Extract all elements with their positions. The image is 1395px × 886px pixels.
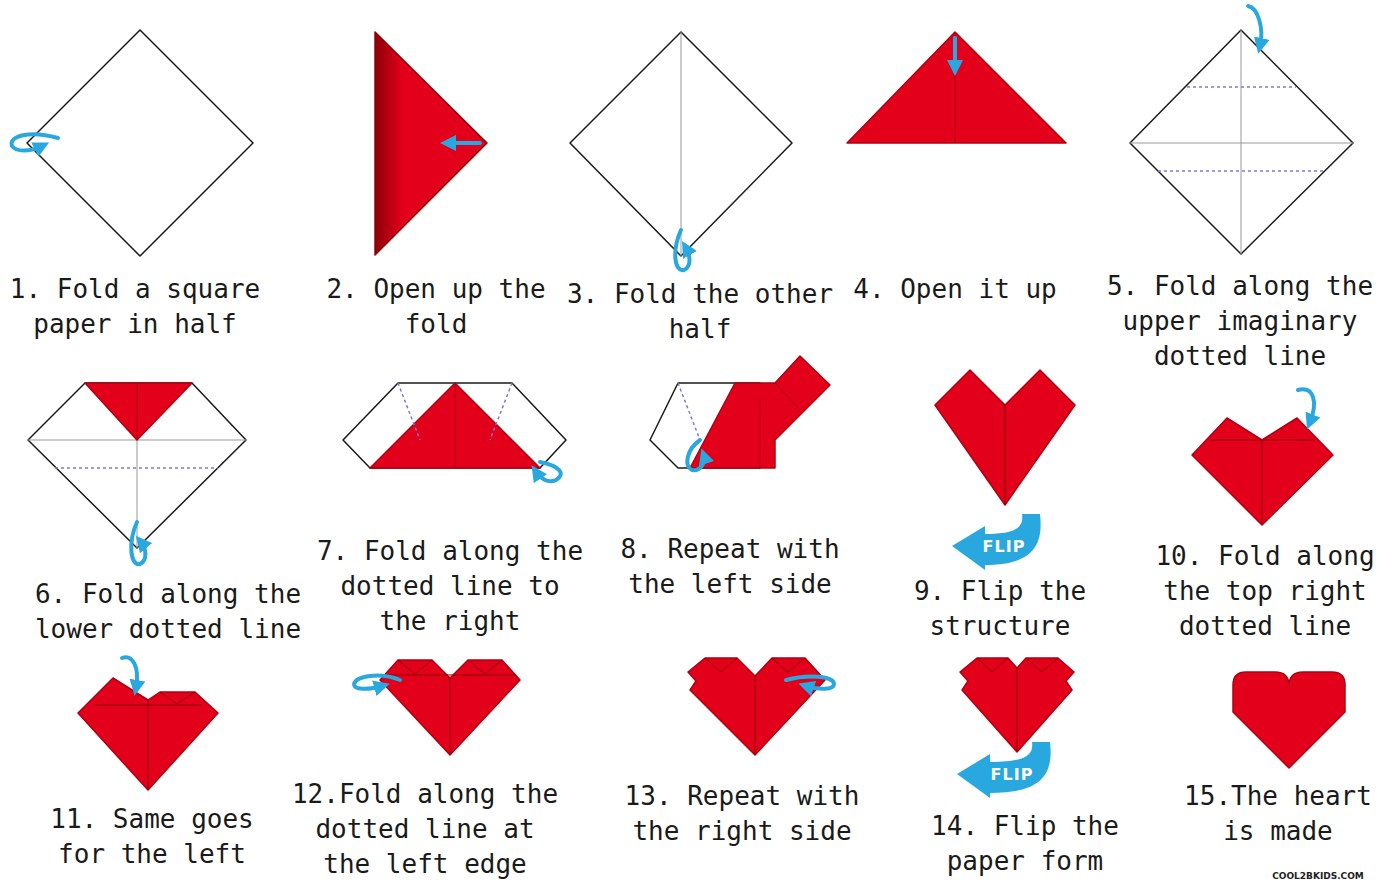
flip-label: FLIP — [974, 538, 1034, 556]
fold-arrow — [448, 141, 480, 145]
crease — [760, 398, 761, 468]
red-flap — [85, 383, 192, 440]
red-flap — [690, 356, 830, 468]
paper-square — [1130, 30, 1353, 254]
fold-arrow — [131, 522, 145, 564]
crease — [137, 383, 138, 440]
paper-square — [27, 30, 253, 256]
step-caption: 11. Same goes for the left — [28, 802, 276, 872]
step-caption: 3. Fold the other half — [562, 277, 838, 347]
crease — [160, 692, 195, 704]
folded-triangle — [375, 32, 487, 255]
fold-arrow — [1248, 6, 1261, 46]
step-caption: 13. Repeat with the right side — [617, 779, 867, 849]
paper-square — [570, 32, 792, 256]
crease — [455, 383, 456, 468]
crease — [148, 700, 149, 790]
step-caption: 6. Fold along the lower dotted line — [30, 577, 306, 647]
crease — [385, 675, 515, 676]
fold-arrow — [786, 677, 834, 689]
dotted-line — [55, 467, 218, 469]
step-caption: 15.The heart is made — [1165, 779, 1391, 849]
crease — [1004, 405, 1005, 505]
step-caption: 2. Open up the fold — [320, 272, 552, 342]
crease — [955, 32, 956, 143]
crease — [977, 658, 1008, 672]
dotted-line — [1158, 170, 1324, 172]
heart-shape — [1192, 418, 1333, 525]
heart-shape — [960, 658, 1074, 752]
crease — [775, 383, 800, 410]
fold-arrow — [12, 134, 58, 150]
crease — [468, 660, 502, 674]
flip-label: FLIP — [982, 766, 1042, 784]
folded-triangle — [847, 32, 1066, 143]
heart-shape — [688, 658, 825, 755]
crease — [1241, 30, 1242, 254]
fold-arrow — [675, 230, 689, 270]
dotted-line — [1187, 86, 1296, 88]
fold-arrow — [1298, 389, 1314, 422]
step-caption: 5. Fold along the upper imaginary dotted… — [1100, 269, 1380, 374]
crease — [772, 658, 805, 672]
step-caption: 4. Open it up — [835, 272, 1075, 307]
heart-shape — [935, 370, 1075, 505]
crease — [1026, 658, 1058, 672]
step-caption: 9. Flip the structure — [900, 574, 1100, 644]
crease — [450, 678, 451, 755]
flip-arrow — [952, 514, 1051, 798]
red-flap — [370, 383, 540, 468]
flip-arrow — [952, 514, 1041, 570]
step-caption: 7. Fold along the dotted line to the rig… — [313, 534, 587, 639]
crease — [1262, 440, 1263, 525]
heart-shape — [380, 660, 520, 755]
dotted-line — [398, 383, 420, 440]
fold-arrow — [687, 440, 704, 470]
finished-heart — [1233, 672, 1345, 768]
heart-shape — [78, 678, 218, 790]
fold-arrow — [536, 462, 561, 481]
step-caption: 10. Fold along the top right dotted line — [1139, 539, 1391, 644]
step-caption: 1. Fold a square paper in half — [4, 272, 266, 342]
crease — [398, 660, 432, 674]
step-caption: 8. Repeat with the left side — [599, 532, 861, 602]
watermark: COOL2BKIDS.COM — [1263, 871, 1373, 882]
crease — [705, 658, 737, 672]
fold-arrow — [953, 38, 957, 68]
crease — [137, 440, 138, 548]
crease — [1017, 668, 1018, 752]
fold-arrow — [354, 676, 400, 689]
dotted-line — [490, 383, 512, 440]
step-caption: 12.Fold along the dotted line at the lef… — [287, 777, 563, 882]
step-caption: 14. Flip the paper form — [905, 809, 1145, 879]
dotted-line — [678, 383, 700, 440]
crease — [1130, 143, 1353, 144]
fold-arrow — [122, 657, 137, 688]
flip-arrow — [957, 742, 1051, 798]
crease — [755, 676, 756, 755]
crease — [681, 32, 682, 256]
paper-shape — [343, 383, 566, 468]
